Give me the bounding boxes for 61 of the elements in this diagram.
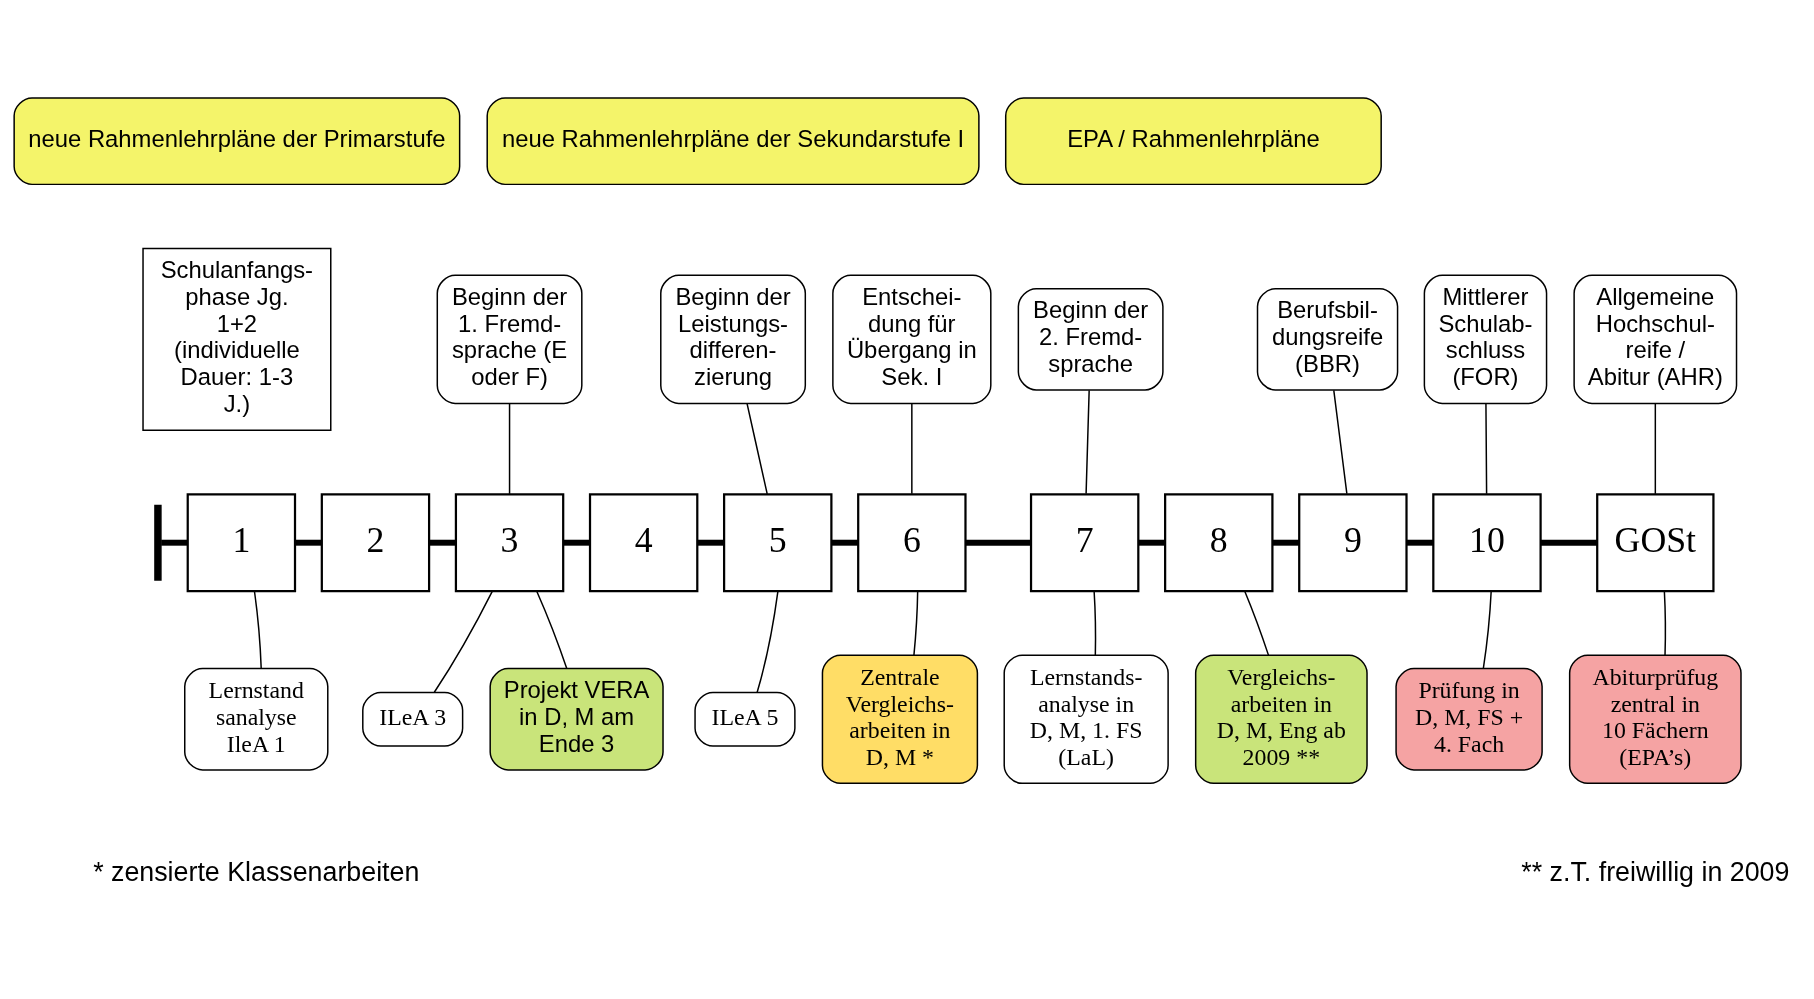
connector <box>161 539 188 546</box>
node-box: Projekt VERA in D, M am Ende 3 <box>489 667 664 771</box>
connector <box>1272 539 1299 546</box>
label: * zensierte Klassenarbeiten <box>93 856 420 887</box>
node-box: ILeA 3 <box>362 691 464 747</box>
node-box: 1 <box>186 493 297 593</box>
connector <box>1540 539 1598 546</box>
node-box: Allgemeine Hochschul- reife / Abitur (AHR) <box>1573 274 1738 405</box>
node-box: Schulanfangs- phase Jg. 1+2 (individuelle Dauer: 1-3 J.) <box>142 247 332 431</box>
connector <box>1482 590 1492 670</box>
connector <box>429 539 456 546</box>
node-box: Beginn der Leistungs- differen- zierung <box>660 274 807 405</box>
node-box: 2 <box>320 493 431 593</box>
node-box: 7 <box>1029 493 1140 593</box>
node-box: GOSt <box>1596 493 1715 593</box>
connector <box>536 590 568 670</box>
node-box: neue Rahmenlehrpläne der Sekundarstufe I <box>486 97 980 186</box>
node-box: 6 <box>857 493 967 593</box>
node-box: EPA / Rahmenlehrpläne <box>1004 97 1382 186</box>
node-box: Lernstand sanalyse IleA 1 <box>184 667 329 771</box>
node-box: Beginn der 2. Fremd- sprache <box>1017 287 1164 391</box>
connector <box>1093 590 1097 656</box>
connector <box>563 539 590 546</box>
connector <box>746 402 768 495</box>
node-box: Vergleichs- arbeiten in D, M, Eng ab 2009 ** <box>1194 654 1368 785</box>
node-box: neue Rahmenlehrpläne der Primarstufe <box>13 97 461 186</box>
connector <box>756 590 779 693</box>
node-box: Entschei- dung für Übergang in Sek. I <box>832 274 992 405</box>
node-box: Berufsbil- dungsreife (BBR) <box>1256 287 1399 391</box>
connector <box>508 402 511 495</box>
connector <box>1333 389 1348 495</box>
connector <box>253 590 262 670</box>
node-box: 5 <box>723 493 833 593</box>
connector <box>1138 539 1165 546</box>
node-bar <box>154 504 162 581</box>
node-box: 3 <box>454 493 565 593</box>
label: ** z.T. freiwillig in 2009 <box>1521 856 1790 887</box>
node-box: Beginn der 1. Fremd- sprache (E oder F) <box>436 274 583 405</box>
node-box: 9 <box>1298 493 1408 593</box>
node-box: ILeA 5 <box>694 691 796 747</box>
connector <box>911 402 913 495</box>
node-box: Abiturprüfug zentral in 10 Fächern (EPA’s) <box>1568 654 1742 785</box>
node-box: Zentrale Vergleichs- arbeiten in D, M * <box>821 654 979 785</box>
connector <box>1085 389 1090 495</box>
connector <box>1654 402 1657 495</box>
node-box: 10 <box>1432 493 1542 593</box>
connector <box>831 539 858 546</box>
connector <box>433 590 494 693</box>
connector <box>965 539 1031 546</box>
node-box: 4 <box>588 493 699 593</box>
connector <box>1244 590 1270 656</box>
node-box: 8 <box>1164 493 1274 593</box>
connector <box>1406 539 1434 546</box>
connector <box>1663 590 1667 656</box>
connector <box>697 539 724 546</box>
node-box: Mittlerer Schulab- schluss (FOR) <box>1423 274 1548 405</box>
node-box: Prüfung in D, M, FS + 4. Fach <box>1395 667 1543 771</box>
node-box: Lernstands- analyse in D, M, 1. FS (LaL) <box>1003 654 1169 785</box>
connector <box>295 539 322 546</box>
connector <box>1485 402 1488 495</box>
connector <box>913 590 919 656</box>
